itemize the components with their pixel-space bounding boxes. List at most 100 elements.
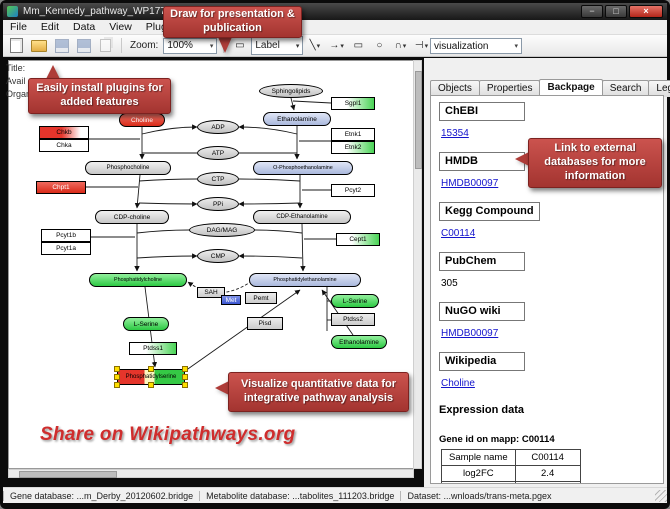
expression-table-body: Sample nameC00114log2FC2.4pvalue7.80252E… — [441, 449, 581, 483]
tbar-tool[interactable]: ⊣▾ — [412, 36, 431, 55]
chevron-down-icon: ▾ — [295, 42, 300, 50]
callout-plugins-pointer — [46, 65, 60, 79]
pathway-node[interactable]: Pisd — [247, 317, 283, 330]
menu-view[interactable]: View — [109, 21, 132, 33]
pathway-node[interactable]: Ptdss2 — [331, 313, 375, 326]
pathway-node[interactable]: Choline — [119, 113, 165, 127]
menu-data[interactable]: Data — [73, 21, 96, 33]
zoom-select[interactable]: 100% ▾ — [163, 37, 218, 54]
pathway-node[interactable]: Chka — [39, 139, 89, 152]
backpage-link[interactable]: C00114 — [441, 228, 476, 239]
pathway-node[interactable]: Cept1 — [336, 233, 380, 246]
title-bar: Mm_Kennedy_pathway_WP1771_45176.gpml − □… — [3, 3, 667, 20]
table-cell: 2.4 — [514, 465, 581, 482]
arc-tool[interactable]: ∩▾ — [391, 36, 410, 55]
arc-tool-glyph: ∩ — [394, 40, 402, 51]
maximize-button[interactable]: □ — [605, 5, 627, 18]
backpage-link[interactable]: HMDB00097 — [441, 178, 499, 189]
pathway-node[interactable]: PPi — [197, 197, 239, 211]
line-tool[interactable]: ╲▾ — [305, 36, 324, 55]
close-button[interactable]: × — [629, 5, 663, 18]
status-segments: Gene database: ...m_Derby_20120602.bridg… — [3, 490, 558, 501]
pathway-node[interactable]: ATP — [197, 146, 239, 160]
arrow-tool[interactable]: →▾ — [326, 36, 347, 55]
toolbar: Zoom: 100% ▾ ▭Label▾╲▾→▾▭○∩▾⊣▾ visualiza… — [3, 35, 667, 57]
selection-handle[interactable] — [148, 366, 154, 372]
pathway-node[interactable]: Pcyt1a — [41, 242, 91, 255]
pathway-node[interactable]: Met — [221, 295, 241, 305]
backpage-link[interactable]: HMDB00097 — [441, 328, 499, 339]
pathway-node[interactable]: CTP — [197, 172, 239, 186]
menu-edit[interactable]: Edit — [40, 21, 60, 33]
table-cell: Sample name — [441, 449, 516, 466]
pathway-node[interactable]: Sphingolipids — [259, 84, 323, 98]
selection-handle[interactable] — [182, 382, 188, 388]
copy-icon — [100, 39, 111, 52]
selection-handle[interactable] — [114, 382, 120, 388]
menu-file[interactable]: File — [10, 21, 27, 33]
callout-link: Link to external databases for more info… — [528, 138, 662, 188]
pathway-node[interactable]: ADP — [197, 120, 239, 134]
pathway-node[interactable]: DAG/MAG — [189, 223, 255, 237]
pathway-node[interactable]: Sgpl1 — [331, 97, 375, 110]
backpage-link[interactable]: 15354 — [441, 128, 469, 139]
backpage-section-header: Wikipedia — [439, 352, 525, 371]
pathway-node[interactable]: Etnk2 — [331, 141, 375, 154]
export-button[interactable] — [74, 36, 94, 55]
datanode-tool[interactable]: ▭ — [230, 36, 249, 55]
pathway-node[interactable]: CDP-choline — [95, 210, 169, 224]
selection-handle[interactable] — [114, 366, 120, 372]
visualization-select[interactable]: visualization ▾ — [430, 38, 522, 54]
datanode-tool-glyph: ▭ — [235, 40, 245, 51]
label-tool[interactable]: Label ▾ — [251, 36, 304, 55]
canvas-horizontal-scrollbar[interactable] — [8, 469, 414, 478]
backpage-link[interactable]: Choline — [441, 378, 475, 389]
backpage-section-header: NuGO wiki — [439, 302, 525, 321]
backpage-section-header: ChEBI — [439, 102, 525, 121]
resize-grip[interactable] — [655, 489, 667, 502]
zoom-value: 100% — [167, 40, 193, 51]
pathway-node[interactable]: Phosphatidylcholine — [89, 273, 187, 287]
copy-button[interactable] — [96, 36, 115, 55]
minimize-button[interactable]: − — [581, 5, 603, 18]
status-segment: Dataset: ...wnloads/trans-meta.pgex — [400, 490, 557, 501]
pathway-node[interactable]: Pcyt2 — [331, 184, 375, 197]
pathway-node[interactable]: Chkb — [39, 126, 89, 139]
pathway-node[interactable]: Pcyt1b — [41, 229, 91, 242]
ellipse-tool[interactable]: ○ — [370, 36, 389, 55]
callout-plugins: Easily install plugins for added feature… — [28, 78, 171, 114]
rect-tool[interactable]: ▭ — [349, 36, 368, 55]
save-button[interactable] — [52, 36, 72, 55]
pathway-node[interactable]: Phosphatidylethanolamine — [249, 273, 361, 287]
pathway-node[interactable]: CDP-Ethanolamine — [253, 210, 351, 224]
share-text: Share on Wikipathways.org — [40, 424, 296, 445]
pathway-node[interactable]: Etnk1 — [331, 128, 375, 141]
selection-handle[interactable] — [182, 366, 188, 372]
pathway-node[interactable]: Pemt — [245, 292, 277, 304]
selection-handle[interactable] — [114, 374, 120, 380]
selection-handle[interactable] — [182, 374, 188, 380]
canvas-vertical-scrollbar[interactable] — [413, 60, 422, 469]
pathway-node[interactable]: O-Phosphoethanolamine — [253, 161, 353, 175]
tab-legend[interactable]: Legend — [648, 80, 670, 97]
horizontal-scroll-thumb[interactable] — [19, 471, 117, 478]
new-file-button[interactable] — [7, 36, 26, 55]
tab-backpage[interactable]: Backpage — [539, 79, 603, 97]
pathway-node[interactable]: L-Serine — [123, 317, 169, 331]
label-tool-glyph: Label — [255, 40, 280, 51]
pathway-node[interactable]: L-Serine — [331, 294, 379, 308]
pathway-node[interactable]: Ptdss1 — [129, 342, 177, 355]
pathway-node[interactable]: Ethanolamine — [331, 335, 387, 349]
pathway-attr-title-label: Title: — [6, 63, 26, 73]
pathway-node[interactable]: Chpt1 — [36, 181, 86, 194]
vertical-scroll-thumb[interactable] — [415, 71, 422, 169]
open-file-button[interactable] — [28, 36, 50, 55]
pathway-node[interactable]: Ethanolamine — [263, 112, 331, 126]
selection-handle[interactable] — [148, 382, 154, 388]
pathway-node[interactable]: CMP — [197, 249, 239, 263]
pathway-node[interactable]: SAH — [197, 287, 225, 298]
pathway-node[interactable]: Phosphocholine — [85, 161, 171, 175]
